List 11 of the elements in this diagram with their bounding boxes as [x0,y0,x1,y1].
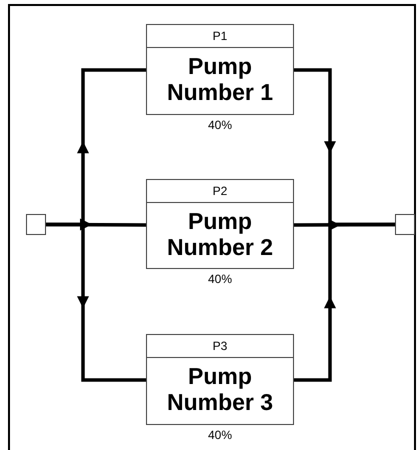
percentage-label: 40% [206,272,234,286]
terminal-square [26,214,46,235]
block-name: Pump Number 2 [166,207,274,260]
block-name: Pump Number 3 [166,362,274,415]
block-id: P2 [147,180,293,203]
block-id: P1 [147,25,293,48]
terminal-square [395,214,415,235]
percentage-label: 40% [206,118,234,132]
percentage-label: 40% [206,428,234,442]
block-id: P3 [147,335,293,358]
block-name: Pump Number 1 [166,52,274,105]
